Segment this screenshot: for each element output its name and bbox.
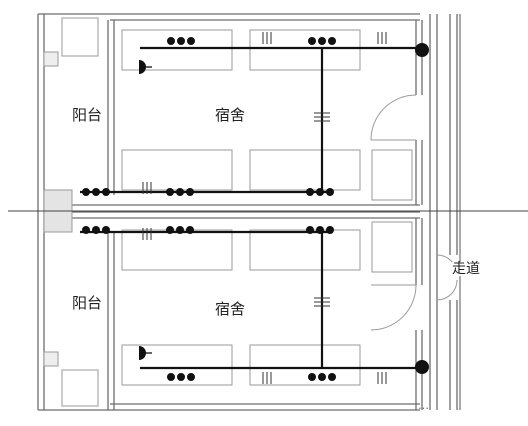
corner-watermark: … — [418, 399, 430, 412]
junction-dot-icon — [415, 43, 429, 374]
balcony-lower-label: 阳台 — [72, 294, 103, 312]
dorm-lower-label: 宿舍 — [215, 300, 246, 318]
corridor-label: 走道 — [452, 261, 480, 277]
balcony-upper-label: 阳台 — [72, 106, 103, 124]
socket-icon — [142, 32, 387, 384]
wall-switch-icon — [139, 60, 152, 360]
dorm-upper-label: 宿舍 — [215, 106, 246, 124]
light-fixture-icon — [82, 37, 336, 381]
axis-lines — [8, 14, 528, 410]
wiring-runs — [80, 46, 422, 370]
architectural-walls — [37, 13, 458, 411]
